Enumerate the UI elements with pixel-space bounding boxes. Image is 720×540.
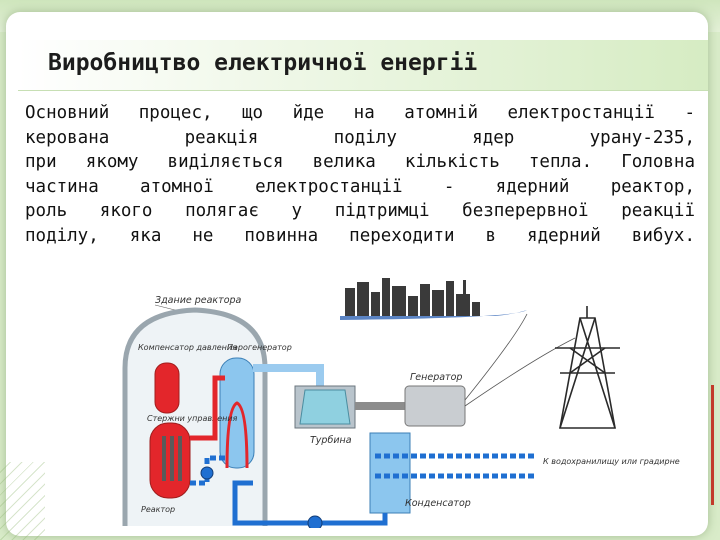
generator <box>404 385 466 427</box>
paragraph-line: при якому виділяється велика кількість т… <box>25 152 695 172</box>
turbine-label: Турбина <box>310 435 352 446</box>
steam-generator <box>219 357 255 469</box>
slide-title: Виробництво електричної енергії <box>48 50 478 76</box>
condenser-label: Конденсатор <box>405 498 471 509</box>
control-rods-label: Стержни управления <box>147 414 238 423</box>
pressurizer-label: Компенсатор давления <box>138 343 237 352</box>
slide-paragraph: Основний процес, що йде на атомній елект… <box>25 101 695 248</box>
paragraph-line: роль якого полягає у підтримці безперерв… <box>25 201 695 221</box>
steam-generator-label: Парогенератор <box>227 343 292 352</box>
feedwater-loop <box>232 480 388 526</box>
paragraph-line: частина атомної електростанції - ядерний… <box>25 176 695 197</box>
generator-label: Генератор <box>410 372 462 383</box>
paragraph-line: керована реакція поділу ядер урану-235, <box>25 127 695 148</box>
primary-pump <box>200 466 214 480</box>
primary-loop-hot <box>190 375 225 441</box>
title-band <box>18 40 708 91</box>
steam-line <box>253 364 324 388</box>
paragraph-line: поділу, яка не повинна переходити в ядер… <box>25 225 695 246</box>
pressurizer <box>154 362 180 414</box>
nuclear-plant-diagram: Здание реактора Компенсатор давления Пар… <box>122 278 680 528</box>
accent-bar <box>711 385 714 505</box>
feedwater-pump <box>307 515 323 528</box>
city-skyline <box>345 278 480 316</box>
cooling-label: К водохранилищу или градирне <box>543 457 680 466</box>
condenser <box>369 432 411 514</box>
corner-decoration <box>0 462 45 540</box>
paragraph-line: Основний процес, що йде на атомній елект… <box>25 103 695 123</box>
transmission-tower <box>555 306 620 429</box>
building-label: Здание реактора <box>155 295 242 306</box>
reactor-label: Реактор <box>141 505 175 514</box>
